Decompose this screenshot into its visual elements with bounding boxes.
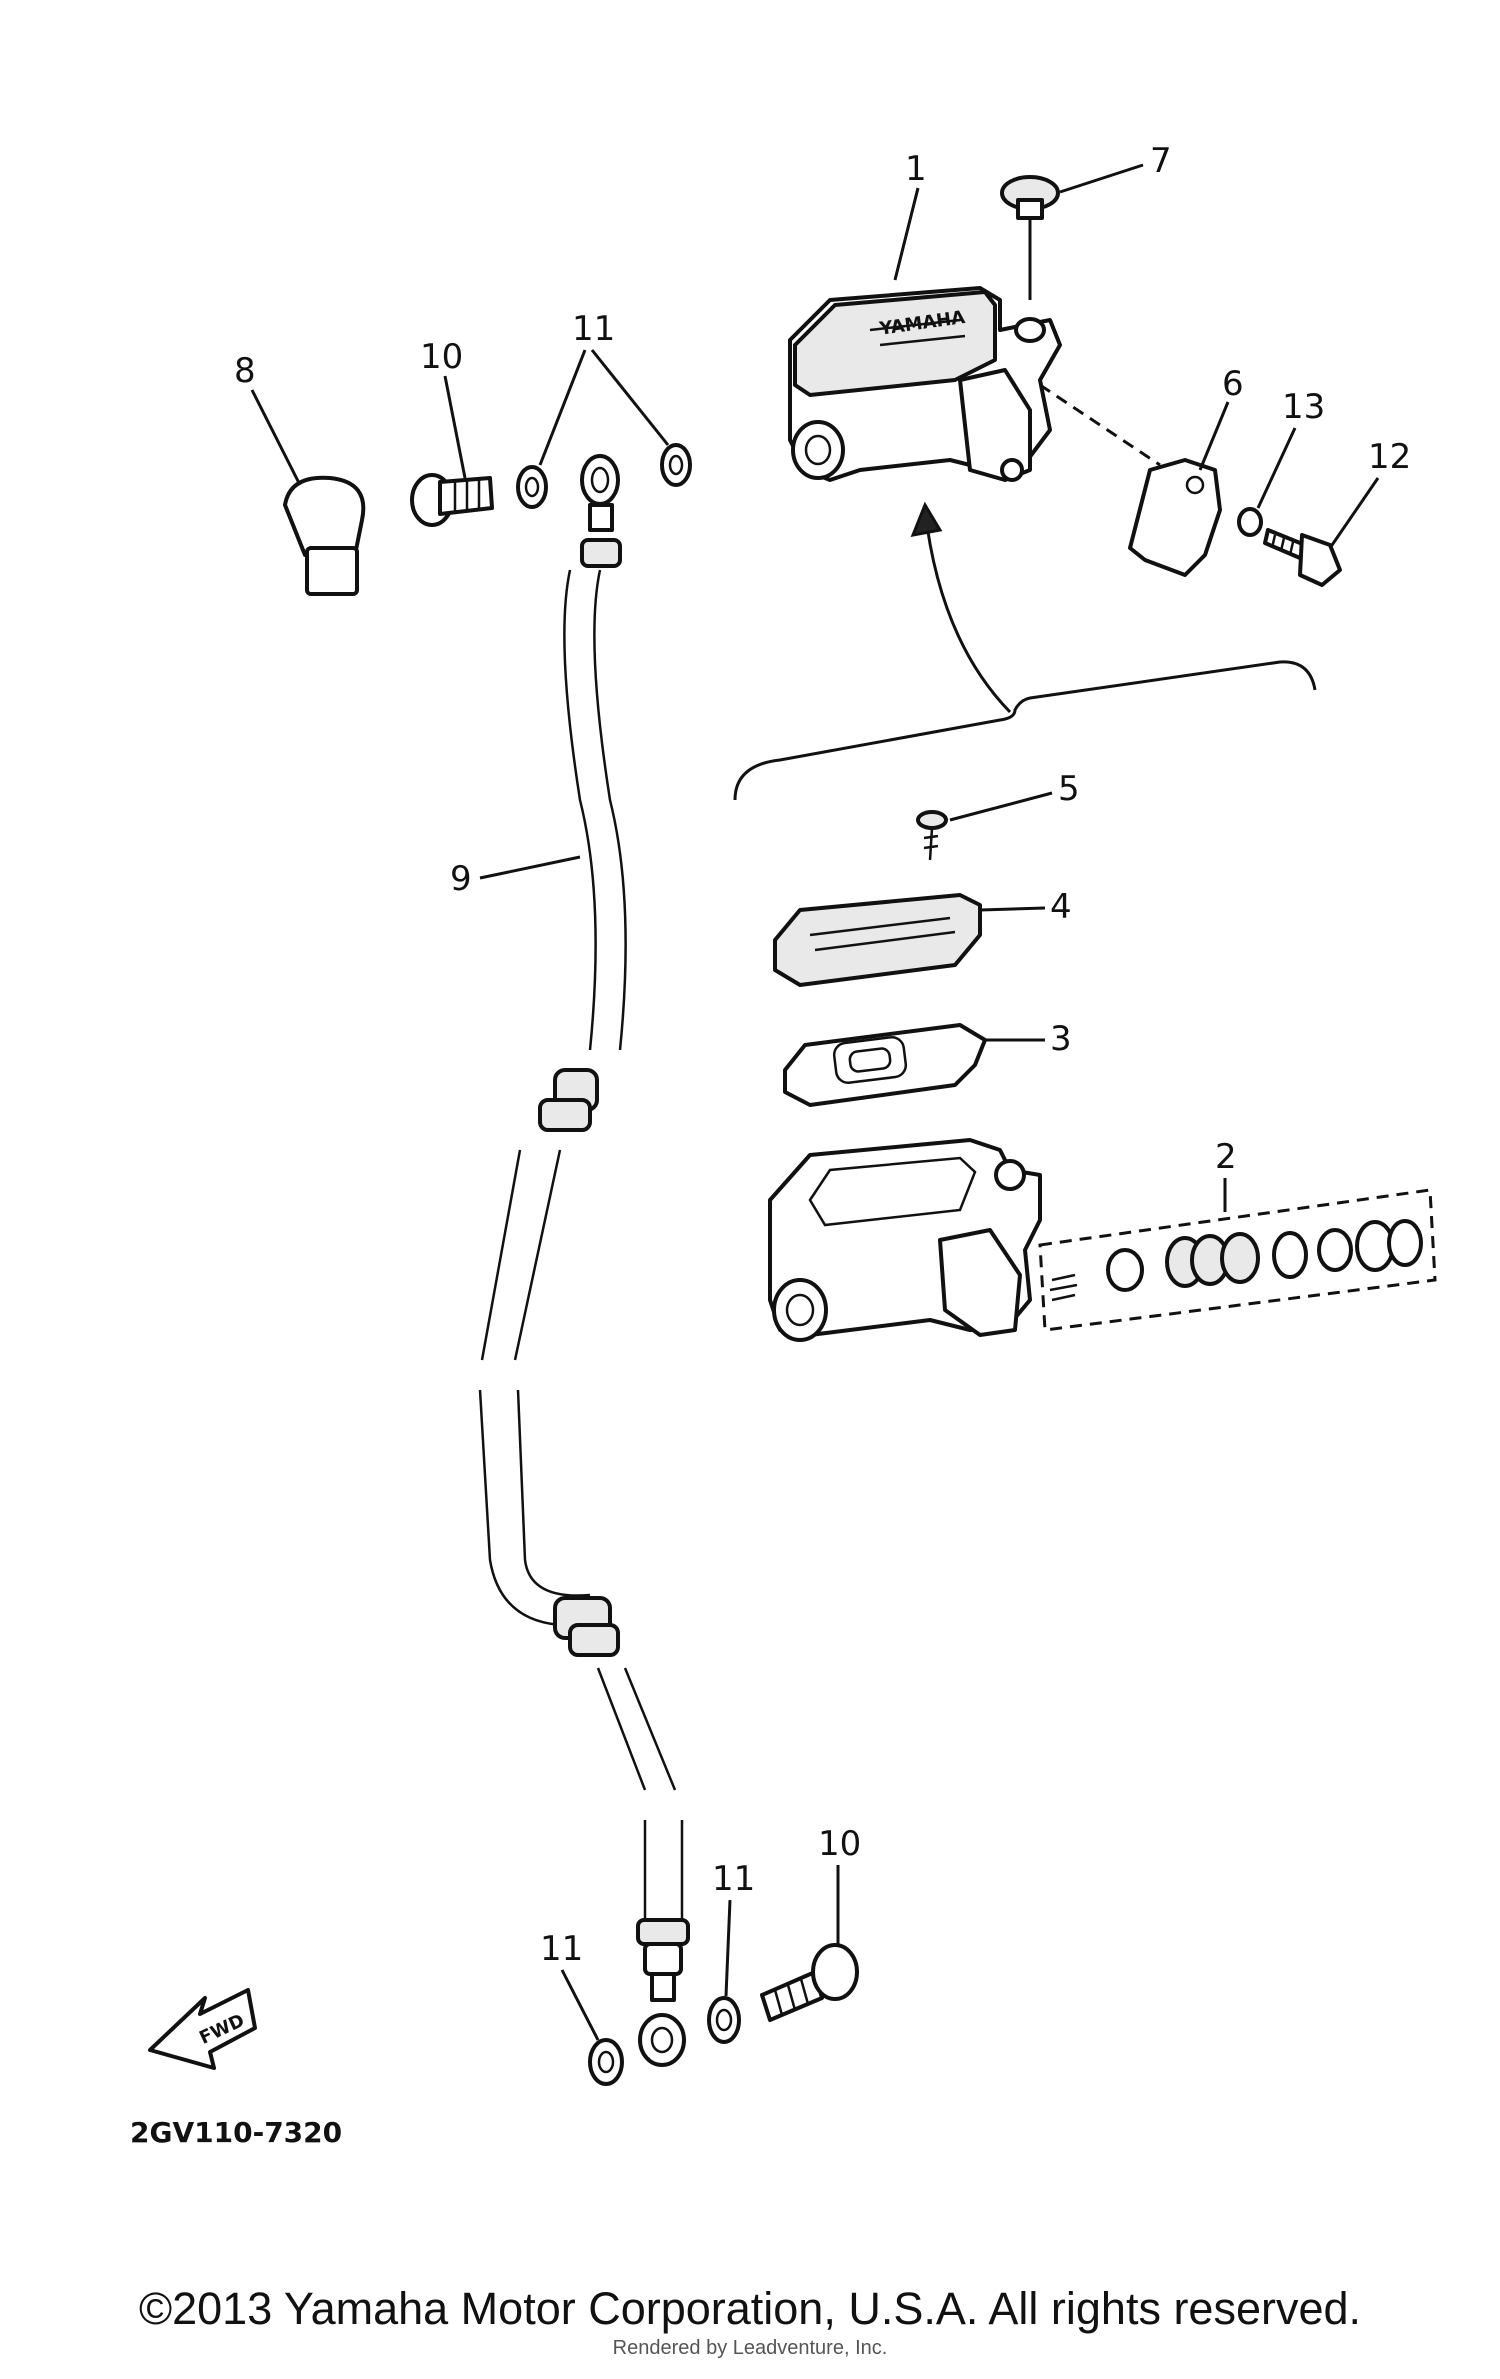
leader-12 [1328,477,1380,549]
part-8-boot[interactable] [283,475,366,596]
part-11-washer-top-left[interactable] [516,465,548,509]
part-11-washer-bottom-left[interactable] [588,2038,624,2086]
part-12-bolt[interactable] [1263,528,1342,587]
part-3-diaphragm[interactable] [783,1023,987,1107]
part-10-union-bolt-top[interactable] [410,473,494,527]
leader-13 [1256,427,1297,509]
leader-8 [250,389,302,486]
exploded-brace [733,660,1317,801]
leader-11-bottom-left [560,1969,600,2041]
rendered-by: Rendered by Leadventure, Inc. [612,2337,888,2359]
leader-6 [1198,401,1230,471]
callout-1: 1 [905,149,927,189]
leader-1 [893,187,920,281]
part-10-union-bolt-bottom[interactable] [760,1943,859,2022]
part-13-washer[interactable] [1237,507,1263,537]
leader-5 [949,791,1053,822]
master-cylinder-body[interactable] [768,1138,1042,1342]
callout-5: 5 [1058,769,1080,809]
part-9-brake-hose[interactable] [478,454,690,2067]
callout-10-top: 10 [420,337,463,377]
leader-7 [1059,163,1144,194]
part-7-cap[interactable] [1000,175,1060,220]
callout-12: 12 [1368,437,1411,477]
leader-11-bottom-mid [724,1899,732,1997]
callout-11-top: 11 [572,309,615,349]
callout-7: 7 [1150,141,1172,181]
callout-6: 6 [1222,364,1244,404]
copyright-notice: ©2013 Yamaha Motor Corporation, U.S.A. A… [138,2283,1362,2334]
assembly-arrow [923,509,1012,714]
callout-11-bottom-left: 11 [540,1929,583,1969]
arrow-head [910,501,943,537]
part-2-piston-kit[interactable] [1038,1188,1437,1332]
leader-10-top [443,375,467,479]
callout-10-bottom: 10 [818,1824,861,1864]
callout-8: 8 [234,351,256,391]
part-4-lid[interactable] [773,893,982,987]
leader-11-top-a [538,349,587,466]
leader-4 [979,906,1046,912]
part-5-screw[interactable] [916,810,948,861]
part-11-washer-bottom-mid[interactable] [707,1996,741,2044]
callout-3: 3 [1050,1019,1072,1059]
callout-4: 4 [1050,887,1072,927]
leader-11-top-b [590,349,670,446]
part-1-master-cylinder[interactable]: YAMAHA [788,286,1062,482]
callout-11-bottom-mid: 11 [712,1859,755,1899]
callout-9: 9 [450,859,472,899]
leader-9 [479,855,581,880]
part-11-washer-top-right[interactable] [660,443,692,487]
part-6-holder[interactable] [1128,458,1222,577]
callout-13: 13 [1282,387,1325,427]
diagram-code: 2GV110-7320 [130,2116,342,2149]
fwd-arrow-icon: FWD [148,1988,257,2070]
dashed-link-6 [1039,383,1161,467]
callout-2: 2 [1215,1137,1237,1177]
